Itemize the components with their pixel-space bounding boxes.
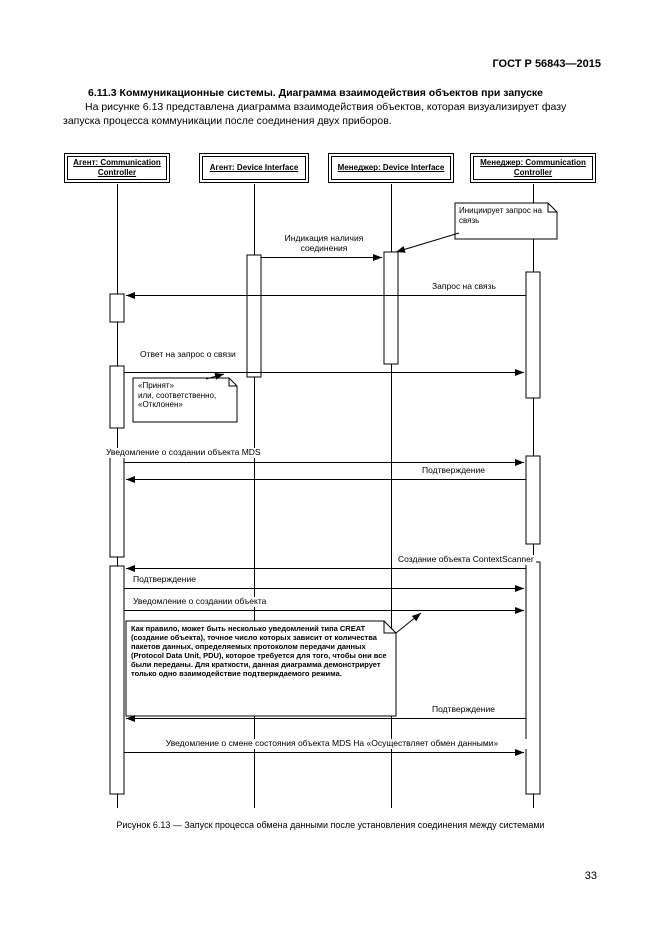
- actor-label: Менеджер: Communication Controller: [473, 156, 593, 180]
- note-text-response: «Принят» или, соответственно, «Отклонен»: [138, 381, 217, 410]
- message-label-connection-indication: Индикация наличия соединения: [272, 233, 376, 254]
- message-label-association-request: Запрос на связь: [412, 281, 516, 292]
- message-label-confirmation-2: Подтверждение: [131, 574, 198, 585]
- note-fold-icon: [383, 621, 396, 634]
- actor-box-manager-device-interface: Менеджер: Device Interface: [328, 153, 454, 183]
- standard-number-header: ГОСТ Р 56843—2015: [492, 58, 601, 70]
- note-text-create: Как правило, может быть несколько уведом…: [131, 624, 387, 678]
- activation-bar: [246, 254, 262, 378]
- body-paragraph: На рисунке 6.13 представлена диаграмма в…: [63, 101, 567, 128]
- note-outline-init: [454, 202, 558, 240]
- activation-bar: [383, 251, 399, 365]
- note-text-init: Инициирует запрос на связь: [459, 206, 542, 225]
- message-label-mds-state-change: Уведомление о смене состояния объекта MD…: [130, 738, 534, 749]
- activation-bar: [525, 561, 541, 795]
- actor-label: Агент: Communication Controller: [67, 156, 167, 180]
- message-label-contextscanner-create: Создание объекта ContextScanner: [396, 554, 536, 565]
- figure-caption: Рисунок 6.13 — Запуск процесса обмена да…: [116, 820, 545, 830]
- message-label-object-create-notification: Уведомление о создании объекта: [131, 596, 269, 607]
- note-connector-init: [395, 232, 460, 253]
- message-label-confirmation-1: Подтверждение: [420, 465, 487, 476]
- message-label-mds-create-notification: Уведомление о создании объекта MDS: [104, 447, 263, 458]
- activation-bar: [109, 293, 125, 323]
- message-label-confirmation-3: Подтверждение: [430, 704, 497, 715]
- note-connector-response: [205, 373, 225, 380]
- note-outline-response: [132, 377, 238, 423]
- activation-bar: [525, 455, 541, 545]
- actor-label: Агент: Device Interface: [202, 156, 306, 180]
- activation-bar: [109, 565, 125, 795]
- note-connector-create: [395, 612, 422, 634]
- actor-label: Менеджер: Device Interface: [331, 156, 451, 180]
- message-label-association-response: Ответ на запрос о связи: [138, 349, 238, 360]
- activation-bar: [525, 271, 541, 399]
- actor-box-manager-communication-controller: Менеджер: Communication Controller: [470, 153, 596, 183]
- activation-bar: [109, 454, 125, 558]
- section-heading: 6.11.3 Коммуникационные системы. Диаграм…: [88, 87, 544, 99]
- page-number: 33: [584, 870, 597, 882]
- note-fold-icon: [547, 203, 557, 213]
- note-outline-create: [125, 620, 397, 717]
- note-fold-icon: [228, 378, 237, 387]
- actor-box-agent-communication-controller: Агент: Communication Controller: [64, 153, 170, 183]
- activation-bar: [109, 365, 125, 429]
- actor-box-agent-device-interface: Агент: Device Interface: [199, 153, 309, 183]
